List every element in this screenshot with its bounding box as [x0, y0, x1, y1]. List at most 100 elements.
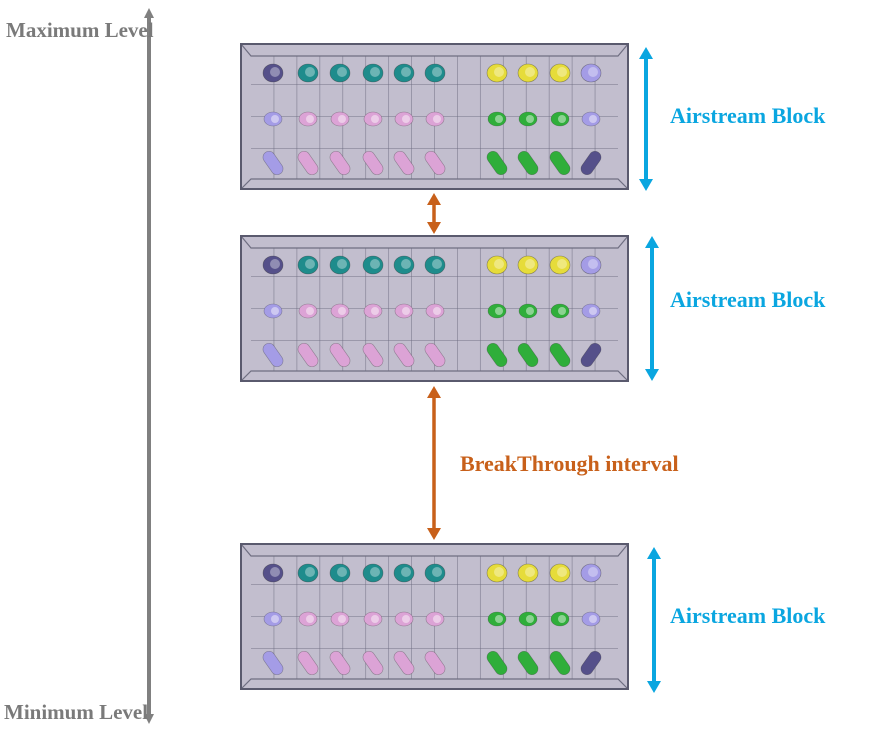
cylinder-highlight [270, 67, 280, 77]
cylinder-body [394, 611, 414, 627]
cylinder-body [425, 111, 445, 127]
cylinder-body [394, 111, 414, 127]
cylinder [329, 563, 351, 583]
cylinder-body [263, 611, 283, 627]
airstream-block-label-1: Airstream Block [670, 103, 826, 128]
cylinder-body [363, 611, 383, 627]
cylinder [518, 611, 538, 627]
cylinder-highlight [305, 259, 315, 269]
cylinder-highlight [525, 259, 535, 269]
arrow-head-up [645, 236, 659, 248]
cylinder-highlight [433, 115, 441, 123]
cylinder [580, 255, 602, 275]
cylinder-body [393, 342, 415, 368]
arrow-head-up [427, 386, 441, 398]
cylinder [262, 650, 284, 676]
cylinder-highlight [337, 567, 347, 577]
cylinder-highlight [337, 259, 347, 269]
cylinder [517, 563, 539, 583]
cylinder-highlight [494, 67, 504, 77]
cylinder-body [581, 111, 601, 127]
cylinder-body [424, 650, 446, 676]
arrows-layer [427, 47, 661, 693]
cylinder-body [263, 303, 283, 319]
cylinder-highlight [371, 615, 379, 623]
cylinder-highlight [557, 259, 567, 269]
cylinder [362, 342, 384, 368]
cylinder [329, 63, 351, 83]
cylinder [297, 255, 319, 275]
cylinder [549, 650, 571, 676]
cylinder-body [487, 111, 507, 127]
airstream-block-2 [240, 235, 629, 382]
cylinder [424, 150, 446, 176]
cylinder-highlight [305, 567, 315, 577]
cylinder-body [487, 611, 507, 627]
cylinder-body [393, 150, 415, 176]
cylinder [263, 611, 283, 627]
cylinder [580, 650, 602, 676]
airstream-arrow-3 [647, 547, 661, 693]
cylinder-body [517, 255, 539, 275]
minimum-level-label: Minimum Level [4, 700, 149, 724]
cylinder-body [393, 63, 415, 83]
cylinder-body [393, 563, 415, 583]
cylinder [330, 111, 350, 127]
cylinder [393, 342, 415, 368]
cylinder [262, 63, 284, 83]
airstream-block-label-2: Airstream Block [670, 287, 826, 312]
cylinder [329, 255, 351, 275]
cylinder [550, 111, 570, 127]
cylinder [362, 255, 384, 275]
axis-top-arrowhead [144, 8, 154, 18]
cylinder [487, 111, 507, 127]
cylinder-highlight [525, 567, 535, 577]
cylinder [297, 342, 319, 368]
cylinder [393, 650, 415, 676]
cylinder-body [262, 342, 284, 368]
cylinder-highlight [494, 567, 504, 577]
cylinder-body [297, 150, 319, 176]
cylinder-body [581, 303, 601, 319]
cylinder-highlight [370, 259, 380, 269]
cylinder-body [424, 255, 446, 275]
maximum-level-label: Maximum Level [6, 18, 154, 42]
cylinder-highlight [588, 67, 598, 77]
cylinder [549, 342, 571, 368]
cylinder [487, 611, 507, 627]
cylinder-highlight [402, 615, 410, 623]
cylinder-body [549, 150, 571, 176]
cylinder-highlight [432, 567, 442, 577]
cylinder-body [517, 150, 539, 176]
cylinder [424, 342, 446, 368]
cylinder-highlight [306, 307, 314, 315]
cylinder [581, 611, 601, 627]
cylinder-body [362, 342, 384, 368]
cylinder [580, 563, 602, 583]
cylinder [486, 650, 508, 676]
arrow-head-down [645, 369, 659, 381]
cylinder-highlight [589, 307, 597, 315]
cylinder-highlight [401, 259, 411, 269]
cylinder [393, 63, 415, 83]
cylinder-body [517, 342, 539, 368]
cylinder-highlight [305, 67, 315, 77]
airstream-block-label-3: Airstream Block [670, 603, 826, 628]
cylinder-highlight [526, 615, 534, 623]
cylinder-body [393, 650, 415, 676]
cylinder-body [550, 111, 570, 127]
cylinder [549, 150, 571, 176]
cylinder-body [262, 63, 284, 83]
cylinder-highlight [270, 259, 280, 269]
airstream-block-1 [240, 43, 629, 190]
cylinder [518, 303, 538, 319]
cylinder-highlight [588, 259, 598, 269]
cylinder-body [550, 611, 570, 627]
arrow-head-up [639, 47, 653, 59]
cylinder-body [262, 255, 284, 275]
arrow-head-up [427, 193, 441, 205]
cylinder-body [580, 255, 602, 275]
cylinder-body [297, 255, 319, 275]
cylinder [263, 111, 283, 127]
cylinder-highlight [433, 307, 441, 315]
